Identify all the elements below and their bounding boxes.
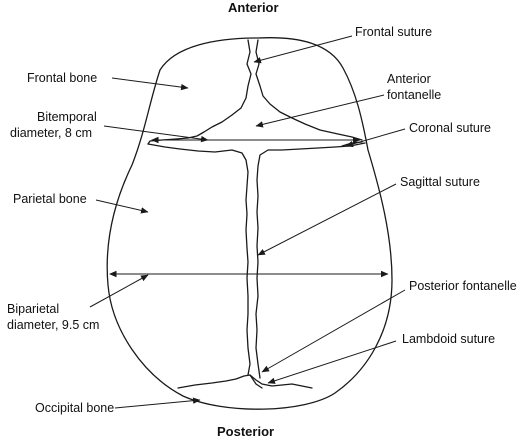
lambdoid-suture bbox=[177, 374, 313, 389]
occipital-bone-label: Occipital bone bbox=[35, 401, 115, 415]
coronal-suture bbox=[147, 143, 251, 376]
posterior-label: Posterior bbox=[217, 424, 275, 439]
frontal-suture bbox=[147, 39, 252, 145]
leader-biparietal bbox=[89, 274, 149, 308]
leader-occipital-bone bbox=[114, 397, 201, 409]
parietal-bone-label: Parietal bone bbox=[13, 192, 87, 206]
leader-lambdoid-suture bbox=[267, 340, 397, 384]
anterior-fontanelle-label-line2: fontanelle bbox=[387, 88, 442, 102]
frontal-suture-label: Frontal suture bbox=[355, 25, 433, 39]
leader-posterior-fontanelle bbox=[261, 289, 406, 373]
leader-sagittal-suture bbox=[257, 183, 397, 256]
leader-parietal-bone bbox=[95, 199, 149, 214]
leader-bitemporal bbox=[103, 125, 209, 143]
biparietal-label-line2: diameter, 9.5 cm bbox=[7, 318, 100, 332]
coronal-suture-label: Coronal suture bbox=[409, 121, 491, 135]
leader-frontal-bone bbox=[111, 77, 189, 91]
sagittal-suture-label: Sagittal suture bbox=[400, 175, 480, 189]
lambdoid-suture-label: Lambdoid suture bbox=[402, 332, 496, 346]
leader-coronal-suture bbox=[345, 128, 406, 148]
bitemporal-label-line2: diameter, 8 cm bbox=[10, 126, 92, 140]
leader-frontal-suture bbox=[253, 35, 353, 64]
bitemporal-label-line1: Bitemporal bbox=[37, 110, 97, 124]
anterior-label: Anterior bbox=[228, 0, 279, 15]
posterior-fontanelle-label: Posterior fontanelle bbox=[409, 279, 517, 293]
leader-anterior-fontanelle bbox=[255, 94, 385, 128]
biparietal-label-line1: Biparietal bbox=[7, 302, 60, 316]
anterior-fontanelle-label-line1: Anterior bbox=[387, 72, 431, 86]
skull-outline bbox=[106, 37, 393, 410]
frontal-bone-label: Frontal bone bbox=[27, 71, 98, 85]
